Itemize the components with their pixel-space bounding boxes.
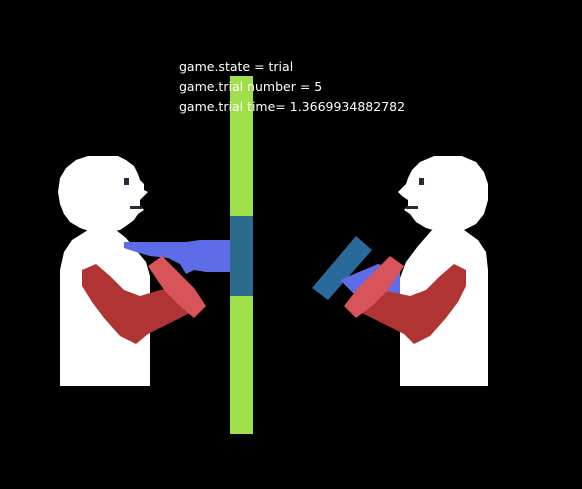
left-player-eye (124, 178, 129, 185)
right-player (312, 156, 488, 386)
left-player (58, 156, 232, 386)
center-divider (230, 76, 253, 434)
right-player-eye (419, 178, 424, 185)
right-player-gun-barrel (312, 236, 372, 300)
right-player-arm (356, 264, 466, 344)
divider-bar-bottom (230, 296, 253, 434)
left-player-arm (82, 264, 196, 344)
left-player-gun-grip (148, 256, 206, 318)
debug-game-state: game.state = trial (179, 59, 294, 74)
left-player-gun (124, 240, 232, 274)
left-player-head (58, 156, 148, 232)
right-player-mouth (406, 206, 418, 209)
divider-bar-center (230, 216, 253, 296)
debug-trial-time: game.trial time= 1.3669934882782 (179, 99, 406, 114)
debug-trial-number: game.trial number = 5 (179, 79, 323, 94)
left-player-mouth (130, 206, 142, 209)
right-player-head (398, 156, 488, 232)
divider-bar-top (230, 76, 253, 216)
right-player-gun-grip (344, 256, 404, 318)
